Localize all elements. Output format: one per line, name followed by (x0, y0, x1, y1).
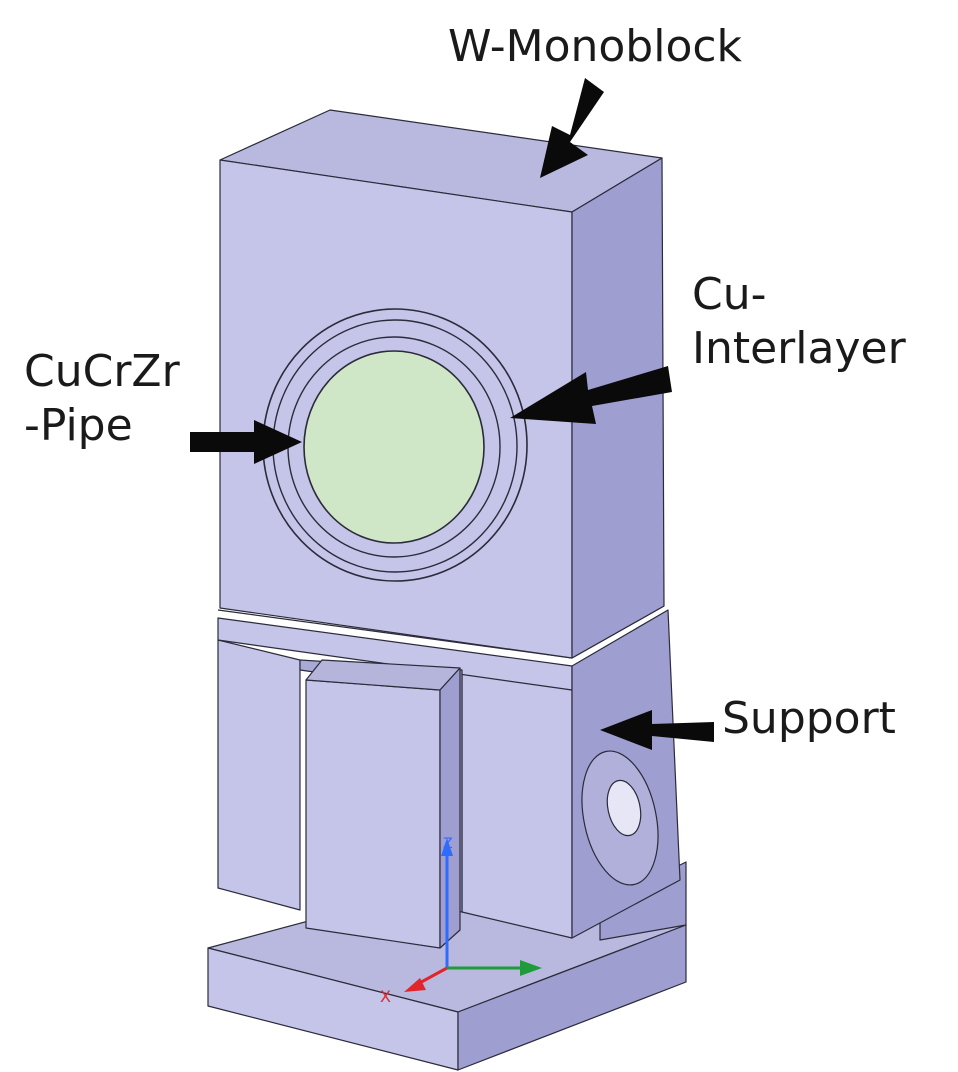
support-label: Support (722, 693, 896, 744)
cu-interlayer-label: Cu- Interlayer (692, 268, 906, 376)
callout-arrows (190, 78, 714, 750)
monoblock-arrow (540, 78, 604, 178)
pipe-arrow (190, 420, 302, 464)
z-axis-label: Z (443, 836, 453, 852)
w-monoblock-label: W-Monoblock (448, 21, 743, 72)
y-axis-arrowhead (520, 960, 542, 976)
z-axis-arrowhead (441, 838, 453, 856)
cucrzr-pipe-label: CuCrZr -Pipe (24, 345, 180, 453)
cucrzr-pipe-bore (303, 350, 485, 544)
cu-interlayer-label-line-1: Cu- (692, 269, 767, 320)
support-arrow (600, 710, 714, 750)
pipe-assembly (262, 308, 528, 582)
support-block (217, 605, 681, 949)
cucrzr-pipe-label-line-2: -Pipe (24, 400, 133, 451)
cucrzr-pipe-label-line-1: CuCrZr (24, 346, 180, 397)
x-axis-label: X (380, 987, 391, 1006)
interlayer-arrow (510, 366, 672, 424)
x-axis-arrowhead (404, 978, 426, 992)
cu-interlayer-label-line-2: Interlayer (692, 323, 906, 374)
axis-triad: Z X (380, 836, 542, 1006)
